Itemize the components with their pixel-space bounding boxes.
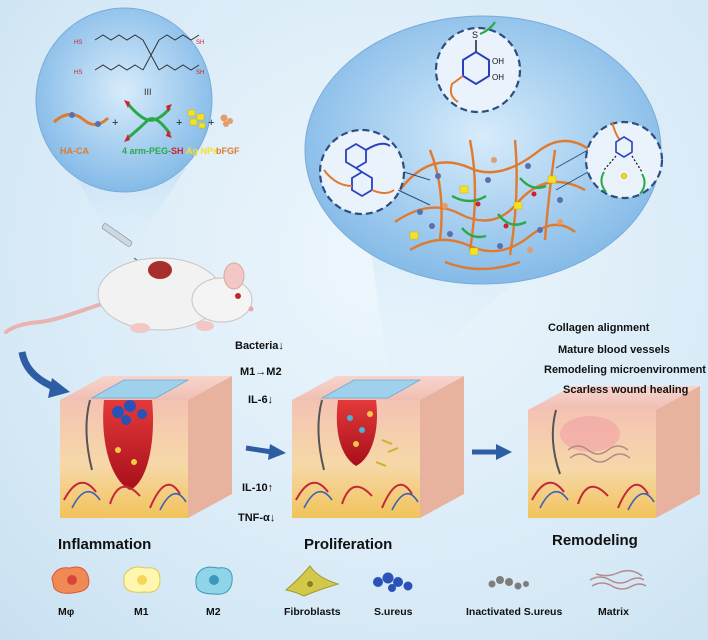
arrow-rat-to-skin: [18, 351, 58, 392]
legend-label-matrix: Matrix: [598, 606, 629, 618]
legend-icon-matrix: [589, 569, 647, 590]
label-sh: SH: [171, 146, 184, 156]
peg-structure: [94, 34, 200, 71]
legend-label-m1: M1: [134, 606, 149, 618]
legend-label-m2: M2: [206, 606, 221, 618]
skin-block-proliferation: [292, 376, 464, 518]
outcome-microenvironment: Remodeling microenvironment: [544, 364, 706, 376]
svg-text:HS: HS: [74, 70, 82, 76]
legend-icon-inactivated-s-aureus: [488, 576, 529, 590]
component-4arm-peg-sh: [126, 103, 172, 140]
label-4arm-peg: 4 arm-PEG-: [122, 146, 172, 156]
arrow-inflammation-to-proliferation: [245, 445, 273, 455]
legend-icon-m1: [123, 566, 161, 593]
svg-text:OH: OH: [492, 73, 504, 82]
stage-proliferation: Proliferation: [304, 536, 393, 553]
zoom-metal-coordination: [584, 120, 664, 200]
svg-text:SH: SH: [196, 40, 204, 46]
stage-remodeling: Remodeling: [552, 532, 638, 549]
outcome-scarless: Scarless wound healing: [563, 384, 689, 396]
legend-label-fibroblasts: Fibroblasts: [284, 606, 341, 618]
svg-text:+: +: [208, 117, 214, 129]
legend-label-inactivated-s-aureus: Inactivated S.ureus: [466, 606, 563, 618]
svg-text:III: III: [144, 87, 152, 97]
legend-icon-s-aureus: [373, 572, 413, 592]
component-bfgf: [220, 114, 233, 127]
effect-bacteria: Bacteria↓: [235, 340, 284, 352]
zoom-catechol-coupling: [318, 128, 406, 216]
effect-il6: IL-6↓: [248, 394, 274, 406]
outcome-vessels: Mature blood vessels: [558, 344, 670, 356]
effect-il10: IL-10↑: [242, 482, 274, 494]
component-ag-nps: [187, 109, 206, 129]
legend-icon-m2: [195, 566, 233, 595]
effect-m1-m2: M1→M2: [240, 366, 282, 378]
svg-text:+: +: [176, 117, 182, 129]
legend-label-macrophage: Mφ: [58, 606, 75, 618]
label-4arm-peg-sh: 4 arm-PEG-SH: [122, 146, 184, 156]
component-ha-ca: [53, 112, 110, 127]
svg-text:+: +: [112, 117, 118, 129]
label-ag-nps: Ag NPs: [186, 146, 219, 156]
legend-icon-macrophage: [51, 566, 90, 594]
zoom-catechol-thiol: S OH OH: [434, 21, 522, 114]
svg-text:OH: OH: [492, 57, 504, 66]
effect-tnf: TNF-α↓: [238, 512, 276, 524]
skin-block-inflammation: [60, 376, 232, 518]
rat-illustration: [4, 257, 254, 334]
svg-text:S: S: [472, 30, 478, 40]
legend-icon-fibroblasts: [284, 565, 340, 597]
outcome-collagen: Collagen alignment: [548, 322, 650, 334]
right-bubble: [304, 15, 662, 285]
stage-inflammation: Inflammation: [58, 536, 152, 553]
skin-block-remodeling: [528, 386, 700, 518]
legend-label-s-aureus: S.ureus: [374, 606, 413, 618]
label-bfgf: bFGF: [216, 146, 240, 156]
svg-text:HS: HS: [74, 40, 82, 46]
svg-text:SH: SH: [196, 70, 204, 76]
label-ha-ca: HA-CA: [60, 146, 89, 156]
